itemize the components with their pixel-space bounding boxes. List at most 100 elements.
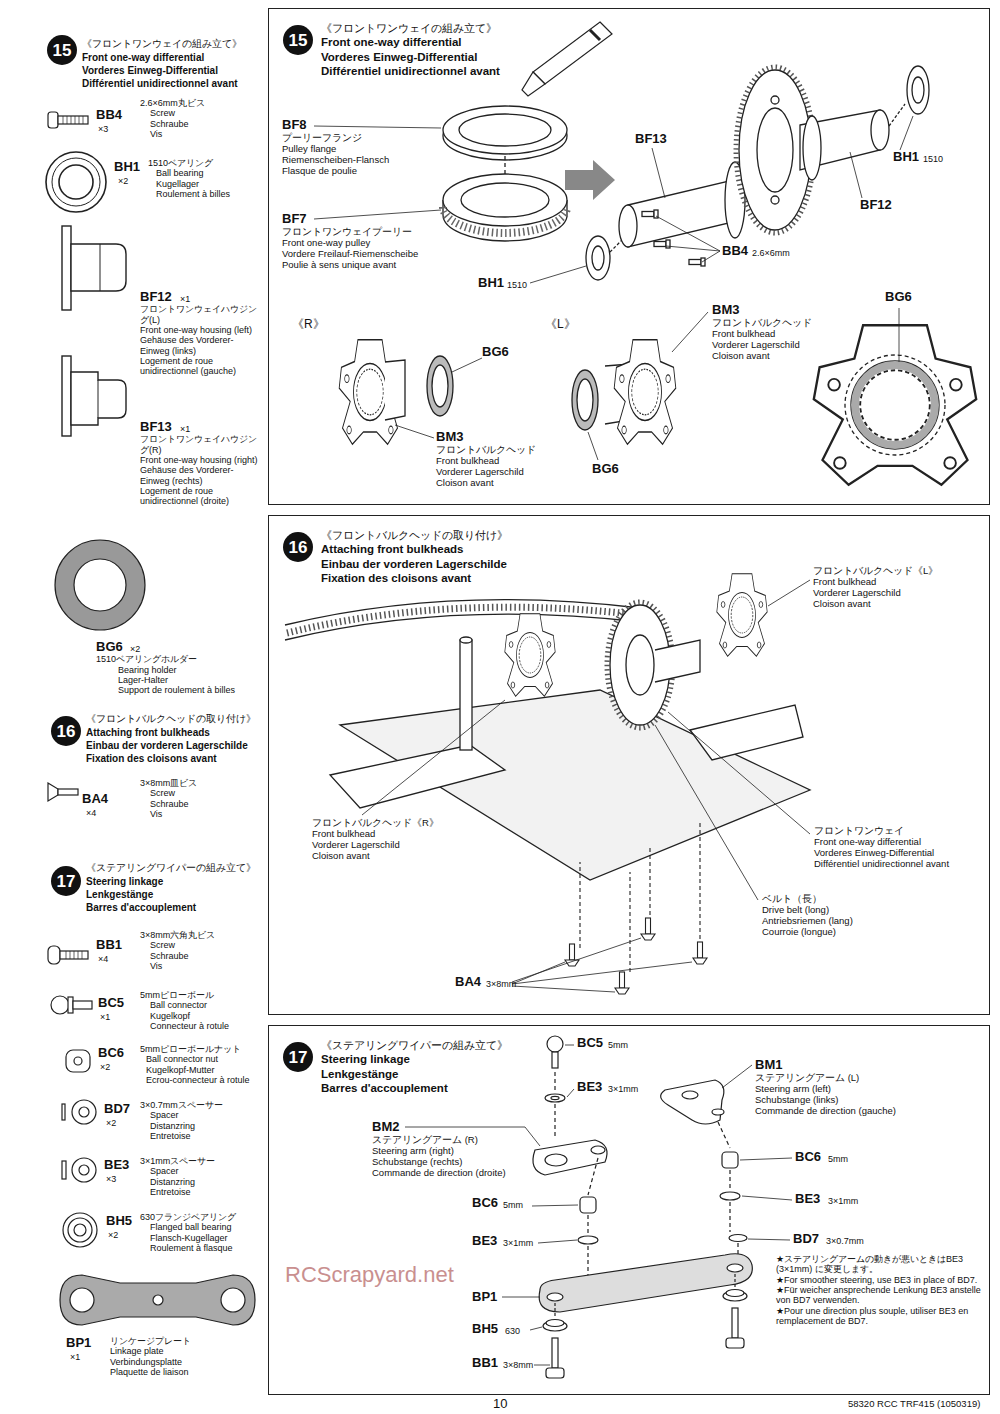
part-text: Front bulkhead	[436, 456, 499, 467]
part-text: ×2	[130, 644, 140, 654]
bulkhead	[814, 325, 976, 485]
chassis	[460, 640, 472, 750]
step-heading: Vorderes Einweg-Differential	[82, 65, 218, 77]
step-heading: Différentiel unidirectionnel avant	[82, 78, 238, 90]
screw-icon	[698, 942, 703, 958]
housing-icon	[62, 356, 71, 436]
screw-icon	[48, 783, 88, 964]
part-text: Kugelkopf-Mutter	[146, 1065, 215, 1075]
part-text: ×1	[70, 1352, 80, 1362]
part-code: BM3	[436, 430, 463, 445]
part-text: Front one-way housing (left)	[140, 325, 262, 335]
part-text: 58320 RCC TRF415 (1050319)	[848, 1399, 980, 1410]
differential-assembly	[619, 205, 637, 247]
part-text: Vorderer Lagerschild	[712, 340, 800, 351]
part-text: 《ステアリングワイパーの組み立て》	[86, 862, 256, 874]
part-code: BA4	[82, 792, 108, 807]
bulkhead	[385, 360, 405, 420]
part-code: BD7	[104, 1102, 130, 1117]
leader-line	[656, 216, 720, 251]
ball-connector-icon	[74, 1057, 82, 1065]
differential-assembly	[642, 212, 654, 217]
ball-bearing-icon	[59, 165, 93, 199]
ball-connector-icon	[51, 996, 69, 1014]
part-text: Pulley flange	[282, 144, 336, 155]
screw-icon	[48, 946, 60, 964]
step-heading: Attaching front bulkheads	[86, 727, 210, 739]
steering-linkage	[533, 1036, 752, 1378]
part-code: BC5	[577, 1036, 603, 1051]
leader-line	[512, 938, 641, 982]
part-text: Antriebsriemen (lang)	[762, 916, 853, 927]
part-text: 3×1mm	[503, 1238, 533, 1248]
housing-icon	[100, 244, 101, 291]
screw-icon	[48, 112, 88, 128]
differential-assembly	[586, 66, 929, 280]
part-text: Ball bearing	[156, 168, 204, 178]
leader-line	[314, 210, 441, 219]
part-text: プーリーフランジ	[282, 133, 362, 144]
part-code: BH5	[106, 1214, 132, 1229]
spacer-icon	[68, 1218, 92, 1242]
steering-linkage	[722, 1152, 738, 1168]
leader-line	[900, 116, 913, 150]
bulkhead	[432, 365, 448, 407]
glue-tube	[533, 22, 612, 84]
chassis	[655, 640, 700, 682]
differential-assembly	[771, 96, 779, 104]
differential-assembly	[757, 108, 793, 192]
steering-linkage	[545, 1154, 567, 1166]
steering-linkage	[546, 1320, 564, 1327]
one-way-pulley	[443, 174, 567, 241]
part-code: BH5	[472, 1322, 498, 1337]
part-code: BA4	[455, 975, 481, 990]
ball-bearing-icon	[46, 152, 106, 212]
steering-linkage	[729, 1235, 747, 1242]
chassis	[717, 574, 767, 657]
bulkhead	[339, 325, 976, 485]
screw-icon	[66, 951, 82, 959]
steering-linkage	[547, 1036, 563, 1052]
part-code: BF13	[635, 132, 667, 147]
leader-line	[530, 1327, 542, 1330]
step-number-circle: 15	[47, 35, 77, 65]
arrow	[565, 160, 615, 200]
part-code: BG6	[96, 640, 123, 655]
glue-tube	[590, 30, 600, 40]
spacer-icon	[79, 1107, 89, 1117]
part-text: 1510ベアリングホルダー	[96, 654, 256, 664]
ball-connector-icon	[73, 1001, 92, 1009]
leader-line	[532, 1205, 578, 1206]
part-code: BH1	[114, 160, 140, 175]
part-text: 5mmピローボール	[140, 990, 262, 1000]
differential-assembly	[889, 104, 905, 126]
steering-linkage	[546, 1368, 564, 1378]
chassis	[330, 745, 505, 808]
ball-connector-icon	[51, 996, 92, 1072]
chassis	[287, 607, 640, 633]
part-text: Entretoise	[150, 1131, 191, 1141]
part-text: Schubstange (links)	[755, 1095, 838, 1106]
part-text: Ecrou-connecteur à rotule	[146, 1075, 250, 1085]
screw-icon	[58, 116, 88, 124]
part-text: ステアリングアーム (R)	[372, 1135, 478, 1146]
screw-icon	[48, 783, 58, 801]
bulkhead	[572, 370, 598, 430]
part-text: Front bulkhead	[813, 577, 876, 588]
step-number-circle: 16	[51, 716, 81, 746]
screw-icon	[620, 972, 625, 988]
steering-linkage	[545, 1094, 565, 1102]
linkage-plate-icon	[70, 1288, 94, 1312]
leader-line	[512, 962, 692, 984]
leader-line	[395, 425, 434, 438]
step-number: 16	[57, 723, 76, 740]
spacer-icon	[72, 1158, 96, 1182]
part-text: 3×8mm	[486, 979, 516, 989]
part-text: Logement de roue unidirectionnel (droite…	[140, 486, 262, 507]
step-number: 17	[289, 1049, 308, 1066]
one-way-pulley	[443, 174, 567, 226]
part-code: BE3	[795, 1192, 820, 1207]
part-code: BF8	[282, 118, 307, 133]
step-panel: 《ステアリングワイパーの組み立て》Steering linkageLenkges…	[268, 1025, 990, 1395]
screw-icon	[580, 822, 700, 972]
